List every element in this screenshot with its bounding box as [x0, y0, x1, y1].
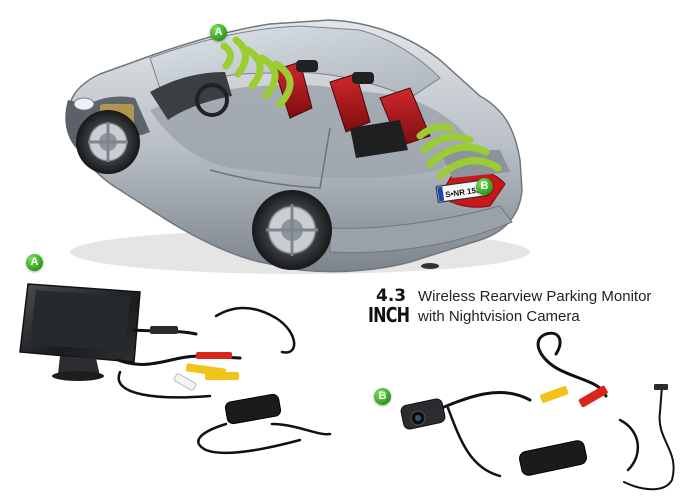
connector	[150, 326, 178, 334]
headline-line-1: Wireless Rearview Parking Monitor	[418, 288, 652, 305]
monitor-stand	[58, 356, 100, 376]
product-headline: 4.3 INCH Wireless Rearview Parking Monit…	[368, 286, 698, 332]
badge-b-camera-signal: B	[476, 178, 493, 195]
camera-cable	[536, 331, 608, 398]
rear-seat	[350, 120, 408, 158]
power-cable	[270, 422, 332, 436]
headlight	[73, 97, 95, 111]
head-rest	[296, 60, 318, 72]
rca-plug-yellow	[205, 372, 239, 380]
rca-plug-yellow	[540, 386, 569, 403]
front-seat-right	[329, 73, 371, 133]
badge-b-camera: B	[374, 388, 391, 405]
power-cable	[214, 306, 296, 354]
door-line	[209, 127, 331, 189]
transmitter-box	[224, 393, 282, 425]
antenna-cable	[623, 385, 675, 491]
head-rest	[352, 72, 374, 84]
rca-plug-red	[196, 352, 232, 359]
screen-size-unit: INCH	[368, 303, 410, 327]
badge-a-monitor: A	[26, 254, 43, 271]
camera-cable	[430, 390, 532, 414]
screen-size-number: 4.3	[376, 286, 407, 306]
monitor-screen	[30, 290, 130, 352]
receiver-box	[519, 440, 587, 476]
power-cable	[197, 422, 302, 455]
exhaust	[421, 263, 439, 269]
headline-line-2: with Nightvision Camera	[418, 308, 580, 325]
camera-cable	[446, 406, 502, 478]
rca-plug-red	[578, 385, 608, 408]
rear-bumper	[329, 205, 513, 254]
monitor-stand-base	[52, 371, 104, 381]
monitor-cable	[117, 370, 212, 399]
rca-plug-white	[173, 373, 197, 391]
steering-wheel	[195, 83, 229, 117]
camera-cable	[618, 418, 640, 472]
badge-a-monitor-signal: A	[210, 24, 227, 41]
